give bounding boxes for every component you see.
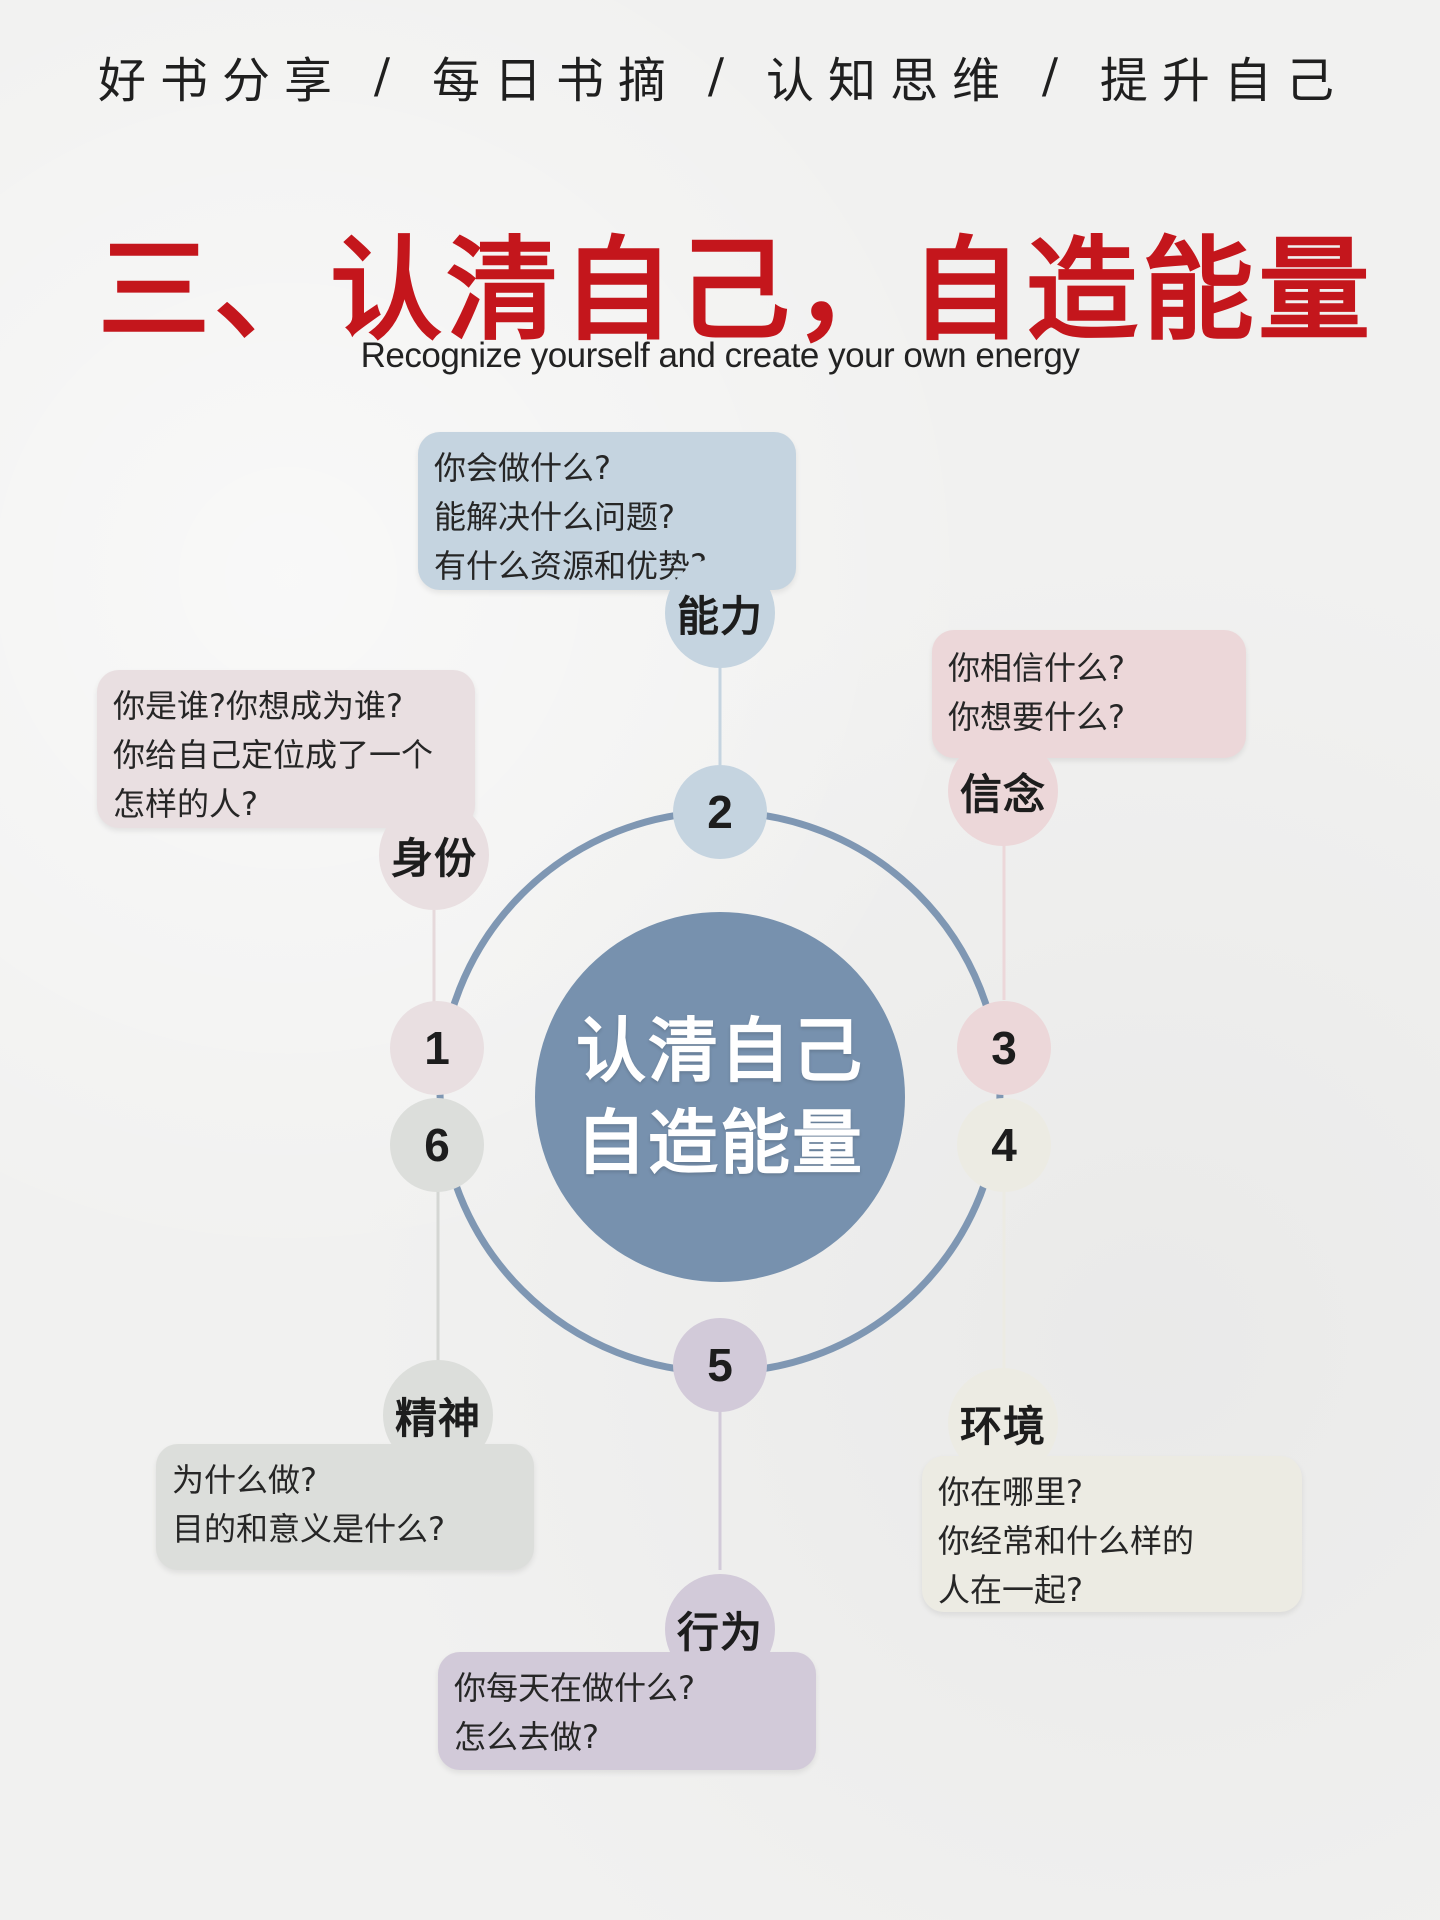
dimension-behavior: 行为 [665, 1574, 775, 1684]
question-bubble-behavior: 你每天在做什么? 怎么去做? [438, 1652, 816, 1770]
question-bubble-identity: 你是谁?你想成为谁? 你给自己定位成了一个 怎样的人? [97, 670, 475, 828]
question-line: 你会做什么? [434, 449, 611, 487]
node-1: 1 [390, 1001, 484, 1095]
page-subtitle: Recognize yourself and create your own e… [360, 336, 1080, 375]
question-line: 你在哪里? [938, 1473, 1083, 1511]
question-line: 你相信什么? [948, 649, 1125, 687]
node-5: 5 [673, 1318, 767, 1412]
question-line: 你经常和什么样的 [938, 1522, 1195, 1560]
node-2: 2 [673, 765, 767, 859]
question-line: 你想要什么? [948, 698, 1125, 736]
page-title: 三、认清自己，自造能量 [98, 226, 1374, 356]
node-4: 4 [957, 1098, 1051, 1192]
question-line: 人在一起? [938, 1571, 1083, 1609]
tag-separator: / [373, 48, 405, 104]
dimension-spirit: 精神 [383, 1360, 493, 1470]
tag-separator: / [1041, 48, 1073, 104]
dimension-belief: 信念 [948, 736, 1058, 846]
dimension-ability: 能力 [665, 558, 775, 668]
tag-separator: / [707, 48, 739, 104]
question-line: 你是谁?你想成为谁? [113, 687, 403, 725]
question-line: 怎么去做? [454, 1718, 599, 1756]
question-line: 为什么做? [172, 1461, 317, 1499]
tag-cognitive-thinking: 认知思维 [765, 53, 1014, 109]
question-bubble-spirit: 为什么做? 目的和意义是什么? [156, 1444, 534, 1570]
node-6: 6 [390, 1098, 484, 1192]
dimension-identity: 身份 [379, 800, 489, 910]
center-circle: 认清自己 自造能量 [535, 912, 905, 1282]
question-line: 能解决什么问题? [434, 498, 675, 536]
question-bubble-environment: 你在哪里? 你经常和什么样的 人在一起? [922, 1456, 1302, 1612]
tag-daily-excerpt: 每日书摘 [431, 53, 680, 109]
center-text-line1: 认清自己 [576, 1010, 864, 1092]
question-line: 目的和意义是什么? [172, 1510, 445, 1548]
question-bubble-belief: 你相信什么? 你想要什么? [932, 630, 1246, 758]
question-line: 你给自己定位成了一个 [113, 736, 434, 774]
question-line: 有什么资源和优势? [434, 547, 707, 585]
tag-self-improvement: 提升自己 [1099, 53, 1348, 109]
node-3: 3 [957, 1001, 1051, 1095]
center-text-line2: 自造能量 [576, 1102, 864, 1184]
question-line: 你每天在做什么? [454, 1669, 695, 1707]
tag-good-book: 好书分享 [98, 53, 347, 109]
header-tags: 好书分享 / 每日书摘 / 认知思维 / 提升自己 [98, 46, 1348, 109]
dimension-environment: 环境 [948, 1368, 1058, 1478]
question-line: 怎样的人? [113, 785, 258, 823]
